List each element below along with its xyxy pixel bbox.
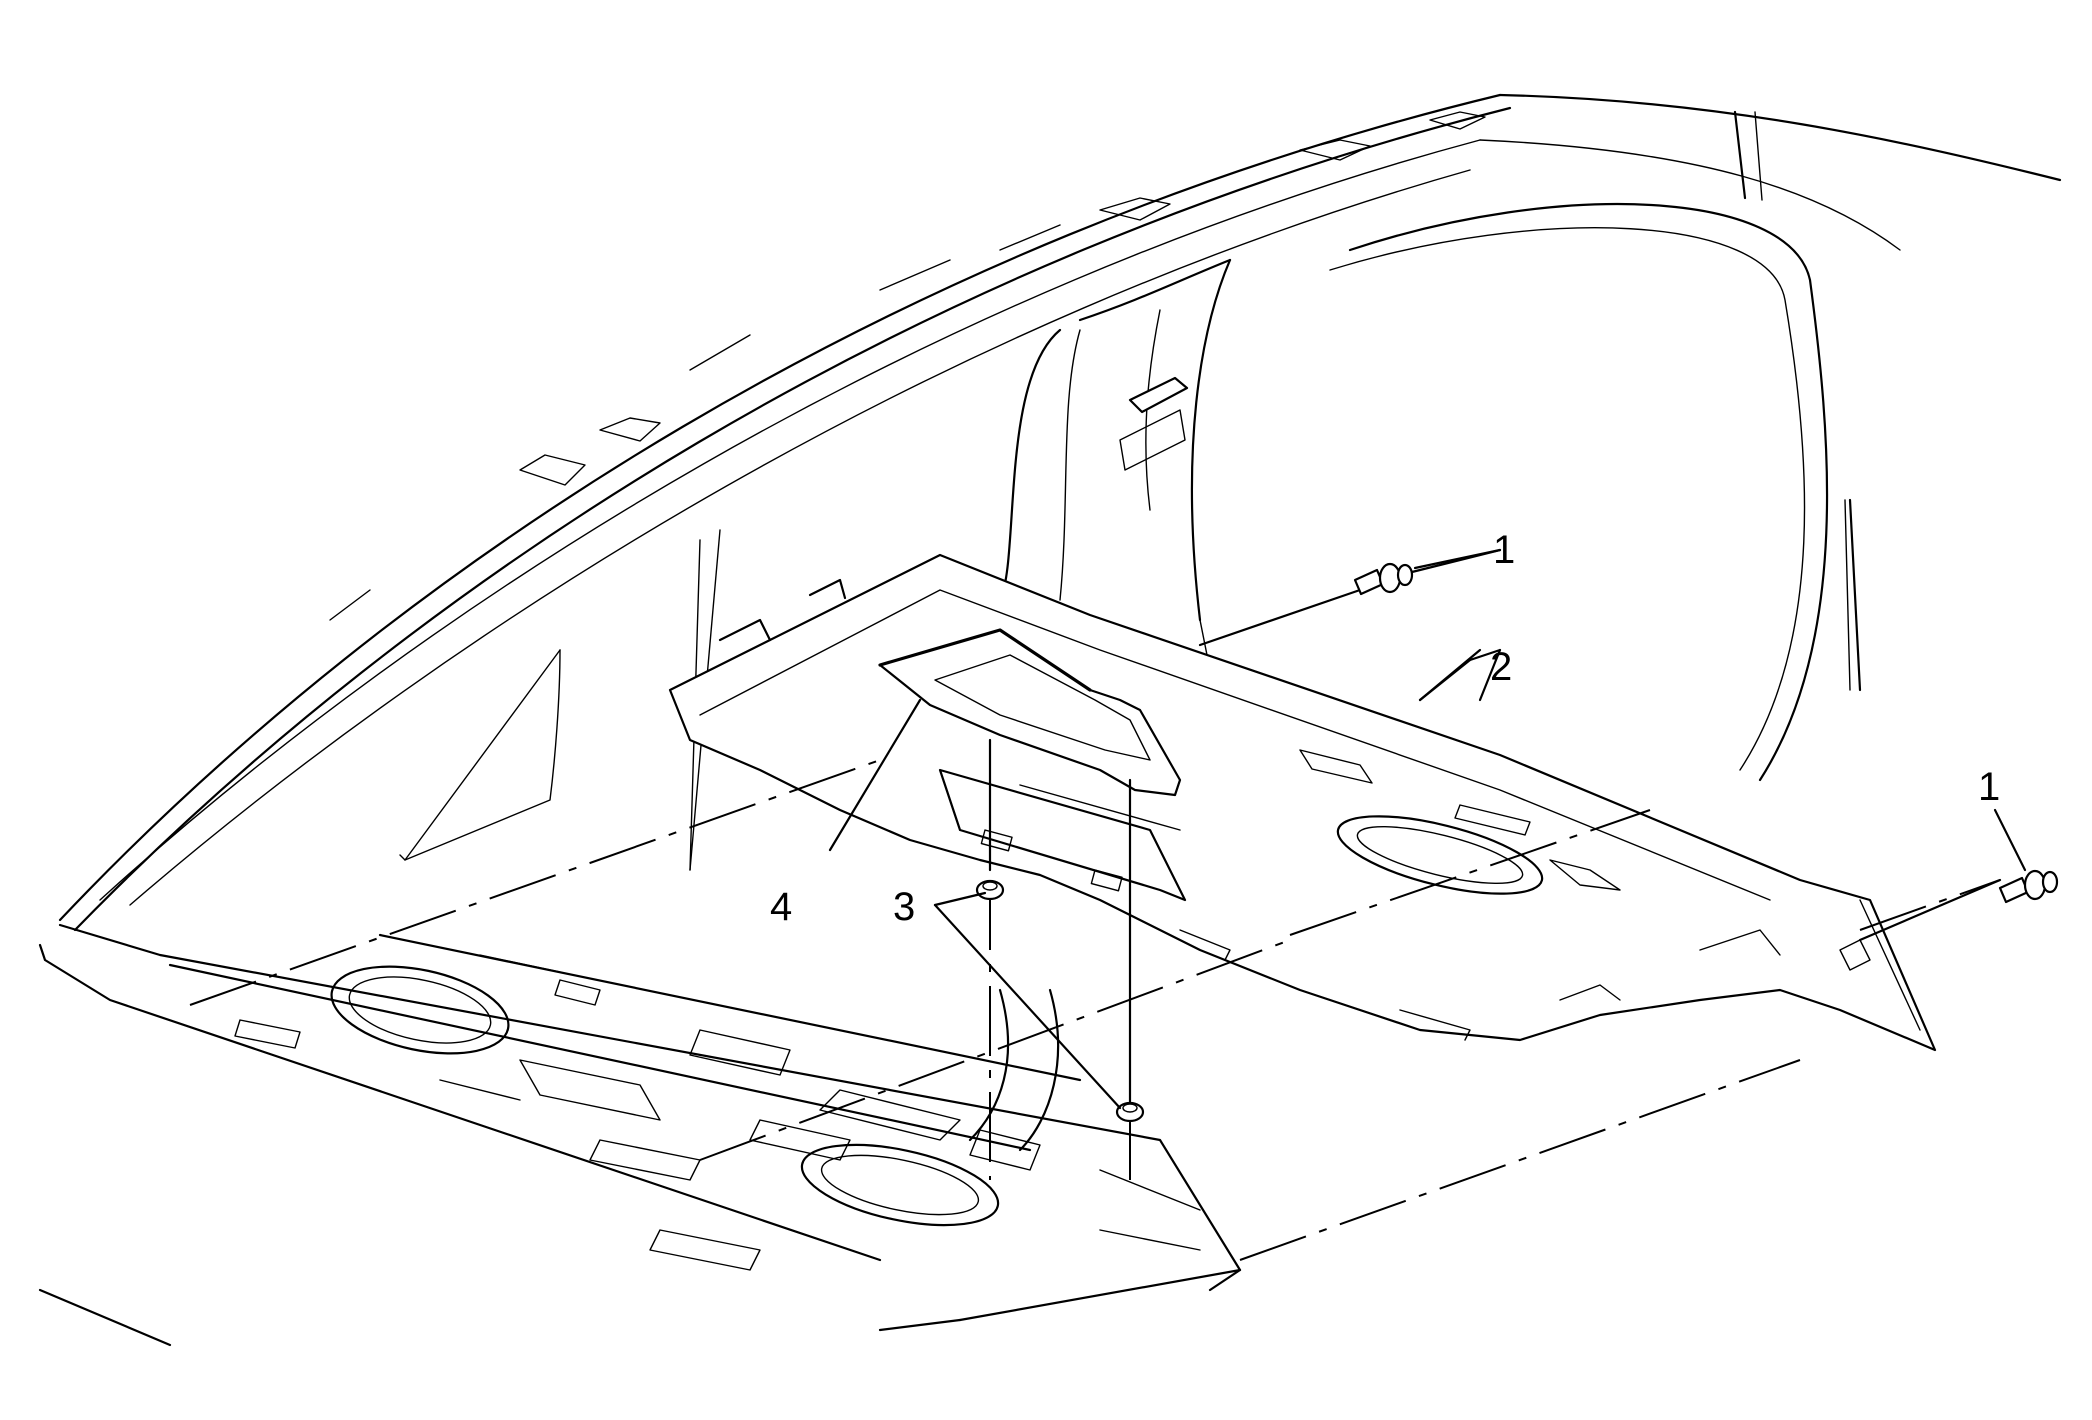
roof-outline (58, 93, 2062, 932)
nut-upper (975, 879, 1005, 901)
push-pin-upper (1353, 548, 1502, 596)
callout-1-upper: 1 (1493, 528, 1515, 572)
push-pin-lower (1998, 869, 2059, 904)
nut-lower (1115, 1101, 1145, 1123)
leader-lines (828, 548, 2027, 1110)
c-pillar (998, 203, 1862, 782)
lamp-bezel-item-4 (878, 628, 1182, 797)
callout-2: 2 (1490, 645, 1512, 689)
rear-shelf-body (38, 923, 1242, 1347)
alignment-lines (189, 588, 2002, 1261)
callout-1-lower: 1 (1978, 765, 2000, 809)
callout-4: 4 (770, 885, 792, 929)
callout-3: 3 (893, 885, 915, 929)
